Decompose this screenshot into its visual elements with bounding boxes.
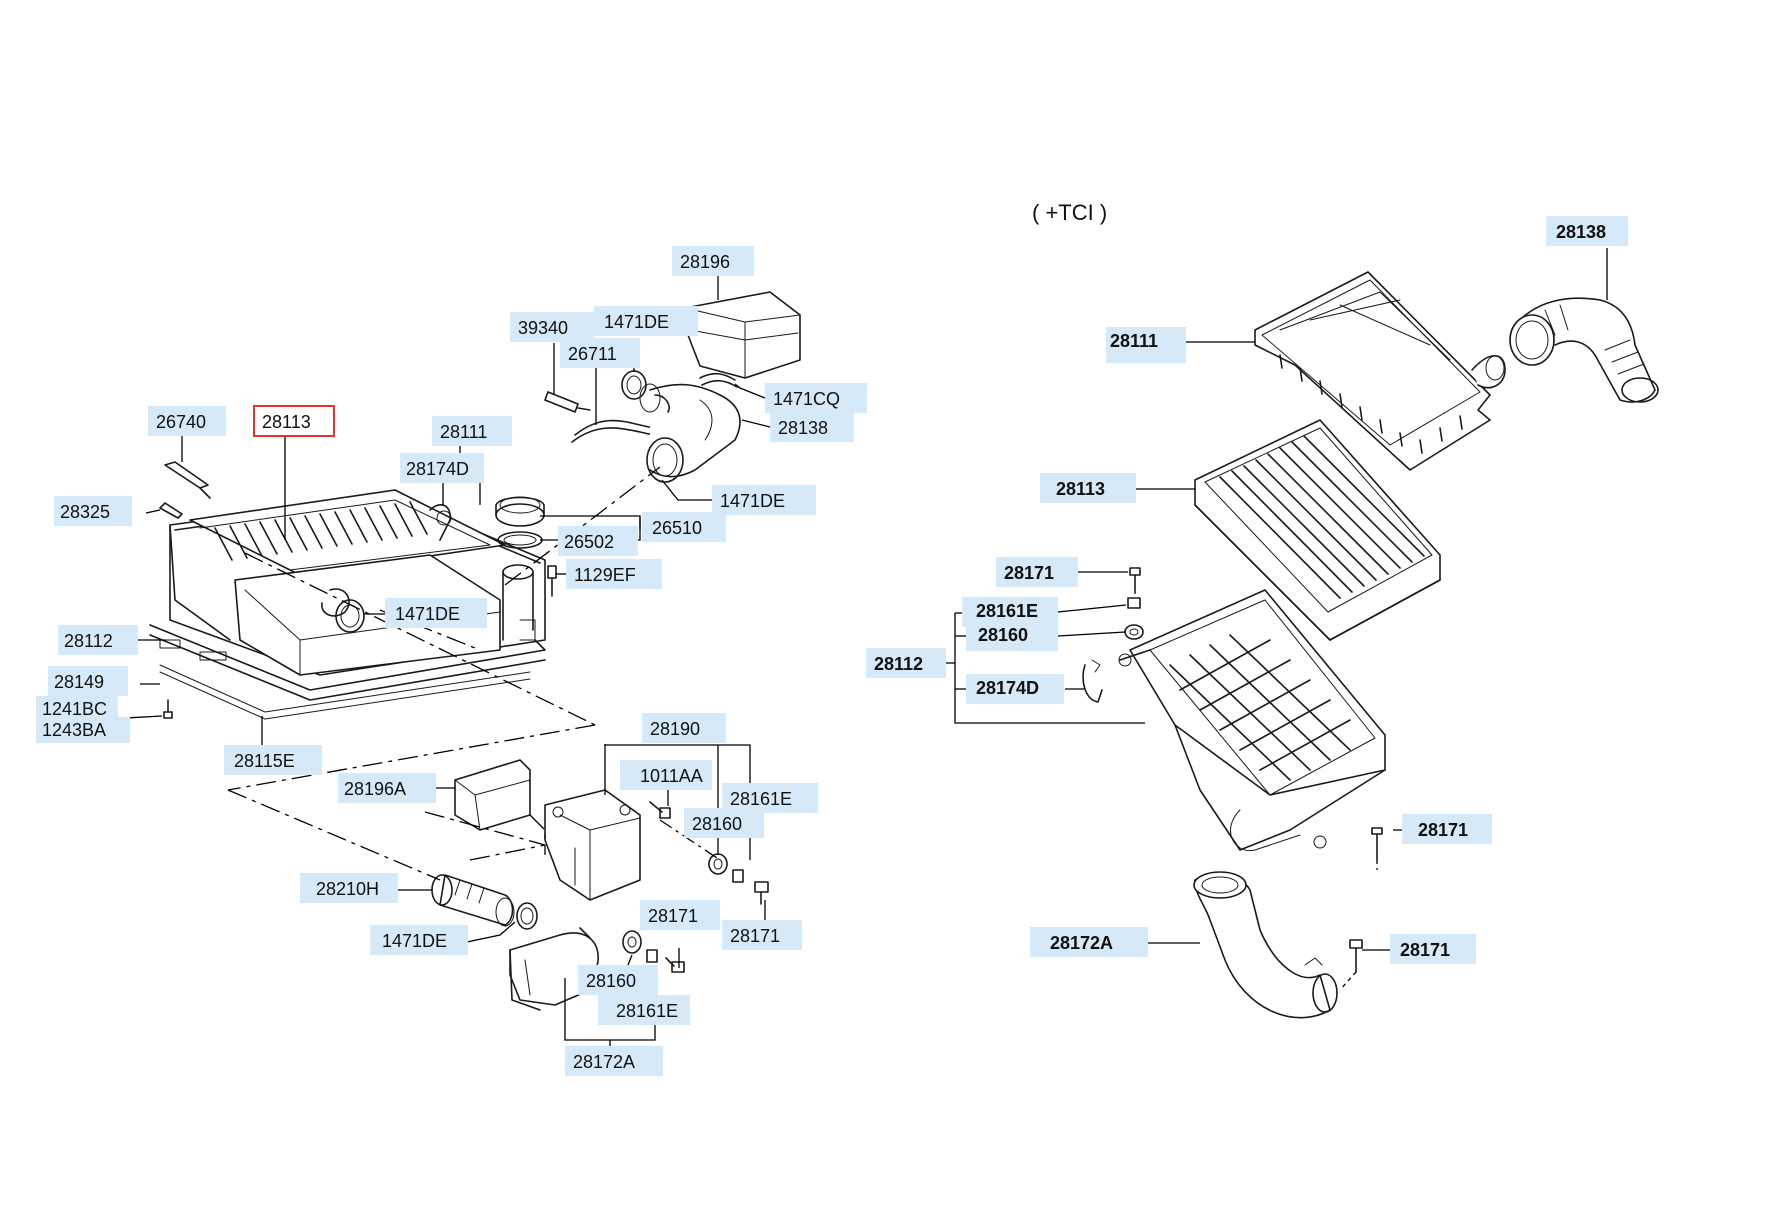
label-r-28160[interactable]: 28160 [966, 621, 1058, 651]
label-r-28172A[interactable]: 28172A [1030, 927, 1148, 957]
label-r-28171-bottom[interactable]: 28171 [1390, 934, 1476, 964]
label-28112[interactable]: 28112 [58, 625, 138, 655]
label-28160-upper[interactable]: 28160 [684, 808, 764, 838]
label-28174D[interactable]: 28174D [400, 453, 484, 483]
label-28171-right[interactable]: 28171 [722, 920, 802, 950]
label-28171-mid[interactable]: 28171 [640, 900, 720, 930]
svg-text:1471DE: 1471DE [604, 312, 669, 332]
svg-text:28174D: 28174D [406, 459, 469, 479]
svg-text:28174D: 28174D [976, 678, 1039, 698]
label-26740[interactable]: 26740 [148, 406, 226, 436]
svg-text:28196A: 28196A [344, 779, 406, 799]
right-part-labels: 28138 28111 28113 28171 28161E 28160 281… [866, 216, 1628, 964]
label-28196A[interactable]: 28196A [338, 773, 436, 803]
label-1241BC[interactable]: 1241BC [36, 696, 118, 720]
label-r-28171-top[interactable]: 28171 [996, 557, 1078, 587]
svg-text:28171: 28171 [1418, 820, 1468, 840]
label-28113-highlighted[interactable]: 28113 [253, 405, 335, 437]
svg-text:28171: 28171 [648, 906, 698, 926]
label-1011AA[interactable]: 1011AA [620, 760, 712, 790]
label-r-28113[interactable]: 28113 [1040, 473, 1136, 503]
svg-text:28325: 28325 [60, 502, 110, 522]
svg-text:28149: 28149 [54, 672, 104, 692]
label-28115E[interactable]: 28115E [224, 745, 322, 775]
svg-text:28111: 28111 [1110, 331, 1158, 351]
label-r-28112[interactable]: 28112 [866, 648, 946, 678]
label-1471DE-lower[interactable]: 1471DE [370, 925, 468, 955]
label-r-28138[interactable]: 28138 [1546, 216, 1628, 246]
svg-text:28171: 28171 [1004, 563, 1054, 583]
svg-text:26740: 26740 [156, 412, 206, 432]
svg-text:28113: 28113 [1056, 479, 1105, 499]
label-r-28174D[interactable]: 28174D [966, 674, 1064, 704]
svg-text:1471DE: 1471DE [720, 491, 785, 511]
right-phantom-lines [1134, 590, 1378, 991]
label-39340[interactable]: 39340 [510, 312, 594, 342]
label-28161E-lower[interactable]: 28161E [598, 995, 690, 1025]
svg-text:1129EF: 1129EF [574, 565, 636, 585]
left-part-labels: 26740 28113 28111 28174D 28325 28112 281… [36, 246, 867, 1076]
svg-text:26502: 26502 [564, 532, 614, 552]
svg-text:28160: 28160 [978, 625, 1028, 645]
label-28190[interactable]: 28190 [642, 713, 726, 743]
svg-text:28161E: 28161E [730, 789, 792, 809]
svg-text:26711: 26711 [568, 344, 617, 364]
label-28149[interactable]: 28149 [48, 666, 128, 696]
svg-text:28111: 28111 [440, 422, 487, 442]
variant-label: ( +TCI ) [1032, 200, 1107, 225]
svg-text:28138: 28138 [1556, 222, 1606, 242]
svg-text:28210H: 28210H [316, 879, 379, 899]
label-28196[interactable]: 28196 [672, 246, 754, 276]
label-r-28171-mid[interactable]: 28171 [1402, 814, 1492, 844]
svg-text:28172A: 28172A [1050, 933, 1113, 953]
right-assembly-art [1082, 271, 1659, 1019]
svg-text:28171: 28171 [730, 926, 780, 946]
left-assembly-art [149, 291, 801, 1011]
svg-text:28138: 28138 [778, 418, 828, 438]
svg-text:28115E: 28115E [234, 751, 295, 771]
svg-text:28161E: 28161E [616, 1001, 678, 1021]
svg-text:28196: 28196 [680, 252, 730, 272]
svg-text:28112: 28112 [874, 654, 923, 674]
svg-text:28112: 28112 [64, 631, 113, 651]
svg-text:28171: 28171 [1400, 940, 1450, 960]
svg-text:1471CQ: 1471CQ [773, 389, 840, 409]
label-28325[interactable]: 28325 [54, 496, 132, 526]
svg-text:28160: 28160 [692, 814, 742, 834]
label-1129EF[interactable]: 1129EF [566, 559, 662, 589]
label-28210H[interactable]: 28210H [300, 873, 398, 903]
left-phantom-lines [227, 466, 721, 881]
label-r-28111[interactable]: 28111 [1106, 327, 1186, 363]
label-1471DE-housing[interactable]: 1471DE [385, 598, 487, 628]
label-28172A-left[interactable]: 28172A [565, 1046, 663, 1076]
label-28160-lower[interactable]: 28160 [578, 965, 658, 995]
svg-text:1241BC: 1241BC [42, 699, 107, 719]
svg-text:28160: 28160 [586, 971, 636, 991]
svg-text:1243BA: 1243BA [42, 720, 106, 740]
svg-text:26510: 26510 [652, 518, 702, 538]
label-1471CQ[interactable]: 1471CQ [765, 383, 867, 413]
svg-text:1471DE: 1471DE [395, 604, 460, 624]
right-leader-lines [945, 248, 1608, 951]
label-26711[interactable]: 26711 [560, 338, 640, 368]
label-26510[interactable]: 26510 [642, 512, 726, 542]
svg-text:28190: 28190 [650, 719, 700, 739]
label-26502[interactable]: 26502 [558, 526, 638, 556]
label-1471DE-hose[interactable]: 1471DE [712, 485, 816, 515]
svg-text:28113: 28113 [262, 412, 311, 432]
label-1243BA[interactable]: 1243BA [36, 717, 130, 743]
svg-text:28172A: 28172A [573, 1052, 635, 1072]
svg-text:1011AA: 1011AA [640, 766, 703, 786]
label-28111[interactable]: 28111 [432, 416, 512, 446]
svg-text:1471DE: 1471DE [382, 931, 447, 951]
svg-text:28161E: 28161E [976, 601, 1038, 621]
label-28138-left[interactable]: 28138 [770, 412, 854, 442]
svg-text:39340: 39340 [518, 318, 568, 338]
label-1471DE-top[interactable]: 1471DE [594, 306, 698, 336]
